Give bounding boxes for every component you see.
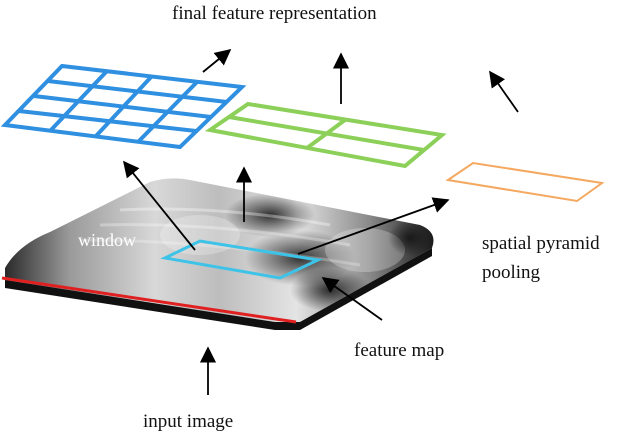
base-edge — [1, 276, 297, 324]
spp-label-line1: spatial pyramid — [482, 233, 600, 254]
arrow-window-to-orange — [297, 197, 450, 255]
arrow-to-blue — [202, 48, 232, 73]
grid-4x4 — [0, 63, 247, 150]
arrow-to-orange — [489, 70, 519, 113]
feature-map-slab — [1, 178, 434, 330]
title-label: final feature representation — [172, 3, 377, 24]
input-image-label: input image — [143, 411, 233, 432]
arrow-window-to-grid — [122, 160, 196, 251]
grid-2x2 — [204, 101, 447, 169]
window-label: window — [78, 230, 136, 250]
spp-label-line2: pooling — [482, 262, 541, 283]
chest-xray-image — [79, 193, 432, 312]
feature-map-label: feature map — [354, 340, 444, 361]
window-box — [160, 239, 324, 280]
grid-1x1 — [445, 161, 605, 203]
arrow-feature-map — [321, 277, 383, 321]
arrows — [122, 48, 519, 395]
